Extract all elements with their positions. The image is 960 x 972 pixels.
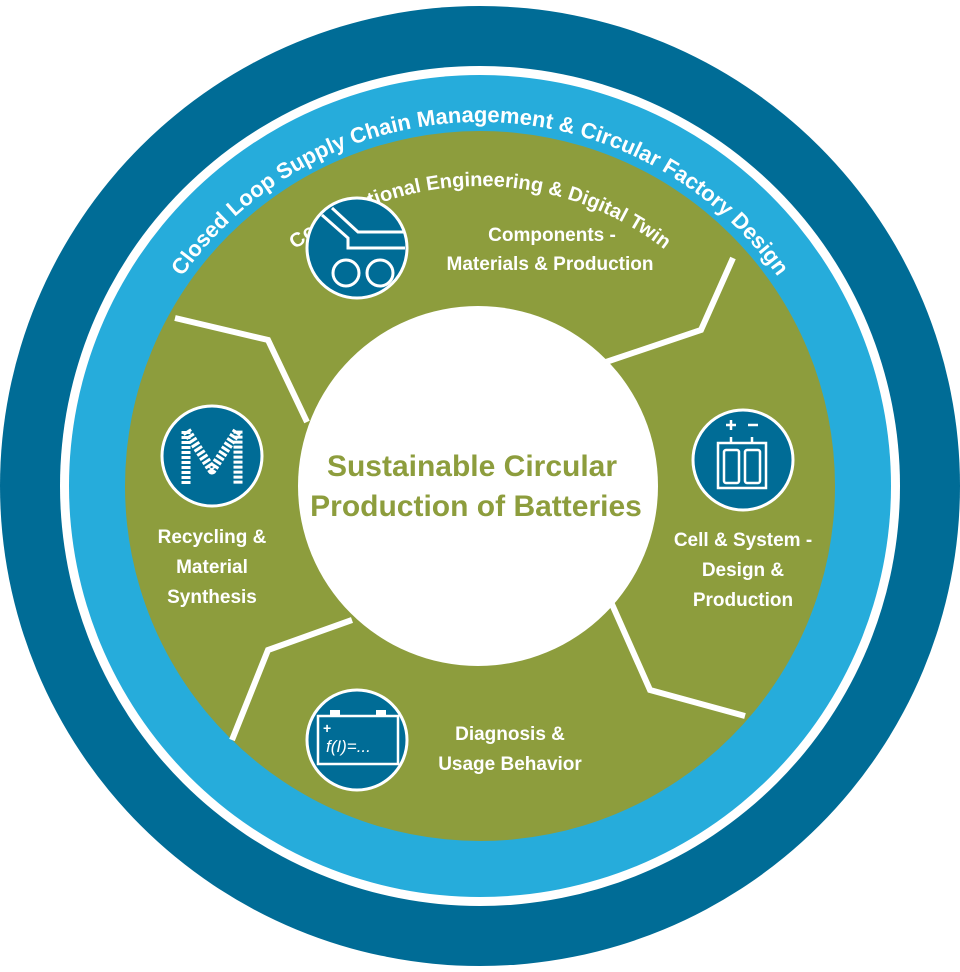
diagnosis-icon-formula: f(I)=... xyxy=(326,737,371,756)
center-title-line2: Production of Batteries xyxy=(310,490,642,523)
diagnosis-label-line1: Diagnosis & xyxy=(455,724,565,745)
recycling-icon-badge xyxy=(160,404,264,508)
segment-components: Components - Materials & Production xyxy=(305,196,654,300)
diagnosis-label-line2: Usage Behavior xyxy=(438,754,582,775)
recycling-label-line1: Recycling & xyxy=(158,527,267,548)
material-m-icon xyxy=(181,425,243,484)
recycling-label-line2: Material xyxy=(176,557,248,578)
segment-recycling: Recycling & Material Synthesis xyxy=(158,404,267,608)
separator-top-left xyxy=(174,315,310,424)
center-circle xyxy=(298,306,658,666)
battery-formula-icon: + f(I)=... xyxy=(316,710,400,766)
rollers-icon xyxy=(321,206,405,288)
components-label-line1: Components - xyxy=(488,225,616,246)
cell-label-line3: Production xyxy=(693,590,793,611)
center-title-line1: Sustainable Circular xyxy=(327,450,617,483)
recycling-label-line3: Synthesis xyxy=(167,587,257,608)
svg-text:+: + xyxy=(323,720,331,736)
components-label-line2: Materials & Production xyxy=(447,254,654,275)
separator-bottom-right xyxy=(608,600,746,719)
battery-cells-icon xyxy=(716,420,768,490)
cell-label-line2: Design & xyxy=(702,560,785,581)
cell-label-line1: Cell & System - xyxy=(674,530,812,551)
separator-top-right xyxy=(605,256,736,365)
cell-icon-badge xyxy=(691,408,795,512)
separator-bottom-left xyxy=(229,617,354,742)
segment-diagnosis: + f(I)=... Diagnosis & Usage Behavior xyxy=(305,688,582,792)
segment-cell-system: Cell & System - Design & Production xyxy=(674,408,812,611)
